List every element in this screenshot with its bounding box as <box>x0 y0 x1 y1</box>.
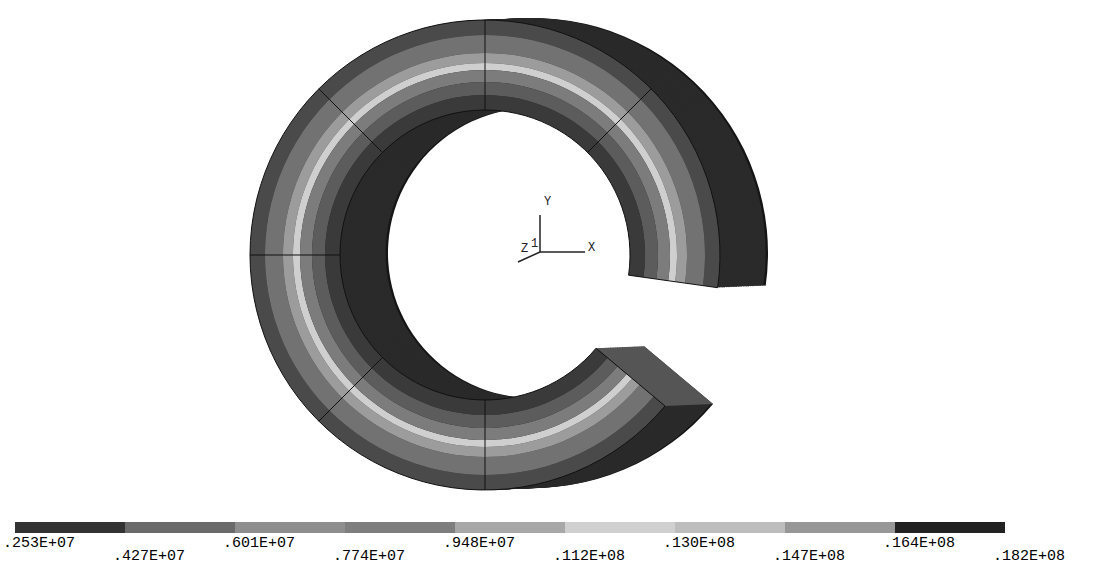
c-ring-model <box>250 18 768 490</box>
scale-value: .253E+07 <box>3 536 75 552</box>
color-band <box>15 522 125 533</box>
color-band <box>455 522 565 533</box>
element-edge <box>485 20 486 110</box>
ring-surface <box>312 82 658 428</box>
element-edge <box>250 255 340 256</box>
scale-value: .147E+08 <box>773 549 845 565</box>
scale-value: .130E+08 <box>663 536 735 552</box>
element-edge <box>319 89 383 153</box>
element-edge <box>485 400 486 490</box>
axis-label: Z <box>521 243 528 256</box>
ring-surface <box>250 20 720 490</box>
element-edge <box>319 358 383 422</box>
ring-surface <box>300 70 670 440</box>
color-bar <box>15 522 1005 533</box>
color-band <box>565 522 675 533</box>
color-band <box>785 522 895 533</box>
ring-surface <box>250 20 720 490</box>
ring-surface <box>293 63 677 447</box>
color-band <box>675 522 785 533</box>
scale-value: .774E+07 <box>333 549 405 565</box>
color-band <box>895 522 1005 533</box>
scale-value: .164E+08 <box>883 536 955 552</box>
scale-value: .427E+07 <box>113 549 185 565</box>
axis-label: Y <box>544 196 551 209</box>
color-band <box>345 522 455 533</box>
scale-value: .948E+07 <box>443 536 515 552</box>
ring-surface <box>283 53 687 457</box>
axis-label: 1 <box>531 238 538 251</box>
scale-value: .182E+08 <box>993 549 1065 565</box>
axis-triad <box>518 215 585 262</box>
axis-label: X <box>588 242 595 255</box>
scale-value: .112E+08 <box>553 549 625 565</box>
color-band <box>125 522 235 533</box>
color-band <box>235 522 345 533</box>
scale-value: .601E+07 <box>223 536 295 552</box>
element-edge <box>588 89 652 153</box>
